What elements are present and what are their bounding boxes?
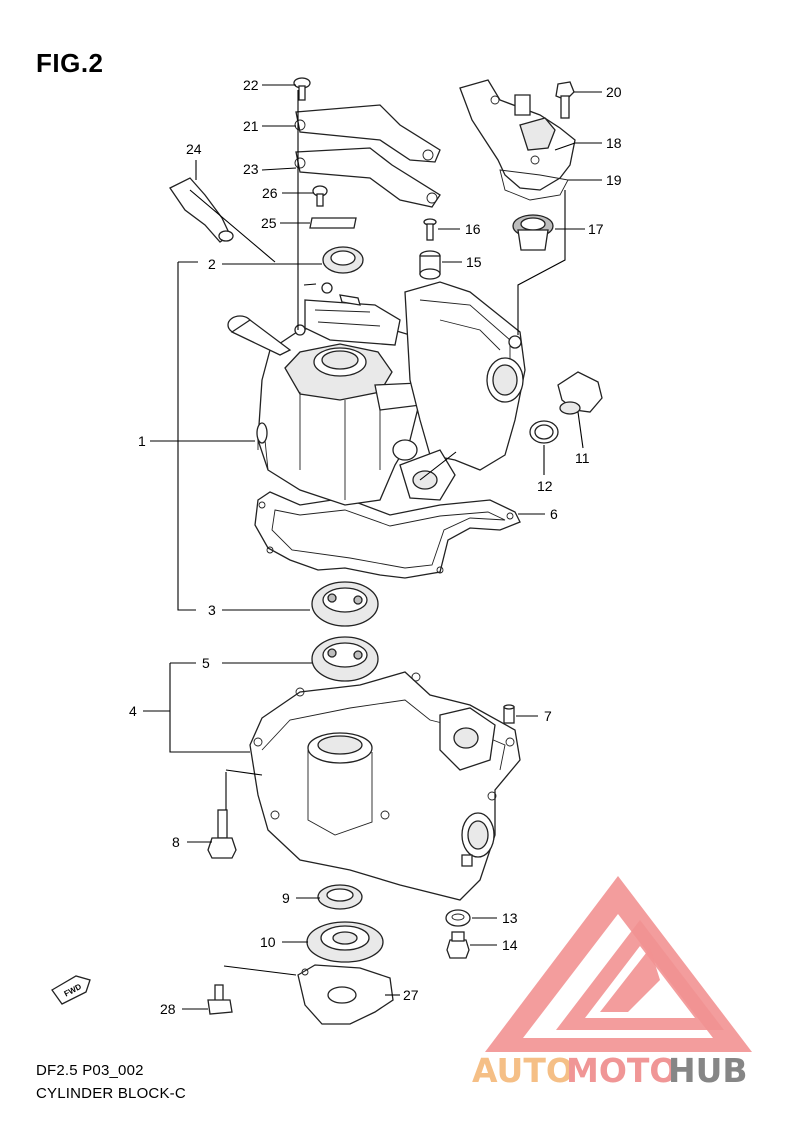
drawing-caption: CYLINDER BLOCK-C (36, 1085, 186, 1102)
watermark-hub: HUB (668, 1051, 748, 1090)
callout-4: 4 (129, 703, 137, 719)
callout-23: 23 (243, 161, 259, 177)
callout-18: 18 (606, 135, 622, 151)
callout-19: 19 (606, 172, 622, 188)
callout-11: 11 (575, 450, 590, 466)
callout-22: 22 (243, 77, 259, 93)
callout-labels: 22 21 23 24 26 25 2 1 3 5 4 8 9 10 27 28… (129, 77, 622, 1017)
callout-12: 12 (537, 478, 553, 494)
watermark-auto: AUTO (472, 1051, 574, 1090)
callout-6: 6 (550, 506, 558, 522)
callout-16: 16 (465, 221, 481, 237)
callout-20: 20 (606, 84, 622, 100)
callout-10: 10 (260, 934, 276, 950)
callout-17: 17 (588, 221, 604, 237)
callout-26: 26 (262, 185, 278, 201)
callout-7: 7 (544, 708, 552, 724)
drawing-code: DF2.5 P03_002 (36, 1062, 144, 1079)
callout-13: 13 (502, 910, 518, 926)
watermark-moto: MOTO (566, 1051, 677, 1090)
callout-9: 9 (282, 890, 290, 906)
callout-15: 15 (466, 254, 482, 270)
cylinder-head-assembly (227, 281, 526, 579)
crankcase-lower (249, 671, 521, 901)
callout-24: 24 (186, 141, 202, 157)
watermark-logo (485, 876, 752, 1052)
figure-title: FIG.2 (36, 48, 104, 78)
bracket-plates (294, 104, 441, 208)
callout-1: 1 (138, 433, 146, 449)
small-parts-upper (169, 77, 603, 444)
callout-27: 27 (403, 987, 419, 1003)
callout-28: 28 (160, 1001, 176, 1017)
leader-lines (143, 84, 602, 1010)
watermark-text: AUTO MOTO HUB (472, 1051, 748, 1090)
callout-2: 2 (208, 256, 216, 272)
callout-3: 3 (208, 602, 216, 618)
callout-14: 14 (502, 937, 518, 953)
bearings (311, 581, 379, 682)
callout-21: 21 (243, 118, 259, 134)
callout-8: 8 (172, 834, 180, 850)
small-parts-lower: FWD (51, 809, 471, 1025)
callout-5: 5 (202, 655, 210, 671)
callout-25: 25 (261, 215, 277, 231)
